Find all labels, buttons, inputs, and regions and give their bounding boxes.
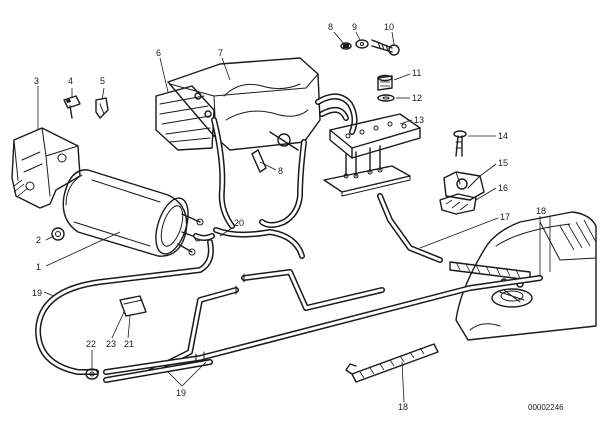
hoses bbox=[193, 93, 358, 259]
callout-16: 16 bbox=[498, 183, 508, 193]
cap-and-washer bbox=[377, 74, 395, 102]
callout-21: 21 bbox=[124, 339, 134, 349]
canister-bracket bbox=[11, 127, 81, 209]
vent-pipes bbox=[35, 239, 543, 383]
air-filter-housing bbox=[155, 57, 321, 151]
bolt-part-4 bbox=[63, 95, 81, 119]
callout-23: 23 bbox=[106, 339, 116, 349]
charcoal-canister bbox=[62, 169, 204, 257]
callout-14: 14 bbox=[498, 131, 508, 141]
callout-12: 12 bbox=[412, 93, 422, 103]
callout-4: 4 bbox=[68, 76, 73, 86]
callout-18-bottom: 18 bbox=[398, 402, 408, 412]
callout-3: 3 bbox=[34, 76, 39, 86]
callout-15: 15 bbox=[498, 158, 508, 168]
callout-labels: 1 2 3 4 5 6 7 8 8 9 10 11 12 13 14 15 16… bbox=[32, 22, 546, 412]
screw-part-14 bbox=[453, 130, 467, 157]
clip-part-16 bbox=[439, 193, 477, 215]
callout-2: 2 bbox=[36, 235, 41, 245]
document-number: 00002246 bbox=[528, 403, 564, 412]
leader-lines bbox=[37, 31, 551, 403]
clip-part-5 bbox=[95, 97, 109, 119]
callout-10: 10 bbox=[384, 22, 394, 32]
bracket-part-15 bbox=[443, 171, 485, 201]
callout-22: 22 bbox=[86, 339, 96, 349]
strap-part-18 bbox=[345, 343, 439, 383]
callout-20: 20 bbox=[234, 218, 244, 228]
callout-11: 11 bbox=[412, 68, 421, 78]
callout-18-right: 18 bbox=[536, 206, 546, 216]
callout-17: 17 bbox=[500, 212, 510, 222]
callout-13: 13 bbox=[414, 115, 424, 125]
callout-5: 5 bbox=[100, 76, 105, 86]
callout-8-top: 8 bbox=[328, 22, 333, 32]
callout-19-left: 19 bbox=[32, 288, 42, 298]
callout-1: 1 bbox=[36, 262, 41, 272]
callout-8-lower: 8 bbox=[278, 166, 283, 176]
fuel-tank bbox=[449, 211, 597, 341]
fasteners-8-9-10 bbox=[340, 39, 400, 56]
valve-block bbox=[323, 113, 443, 263]
nut-part-2 bbox=[51, 227, 65, 241]
callout-7: 7 bbox=[218, 48, 223, 58]
callout-6: 6 bbox=[156, 48, 161, 58]
callout-19-bottom: 19 bbox=[176, 388, 186, 398]
callout-9: 9 bbox=[352, 22, 357, 32]
